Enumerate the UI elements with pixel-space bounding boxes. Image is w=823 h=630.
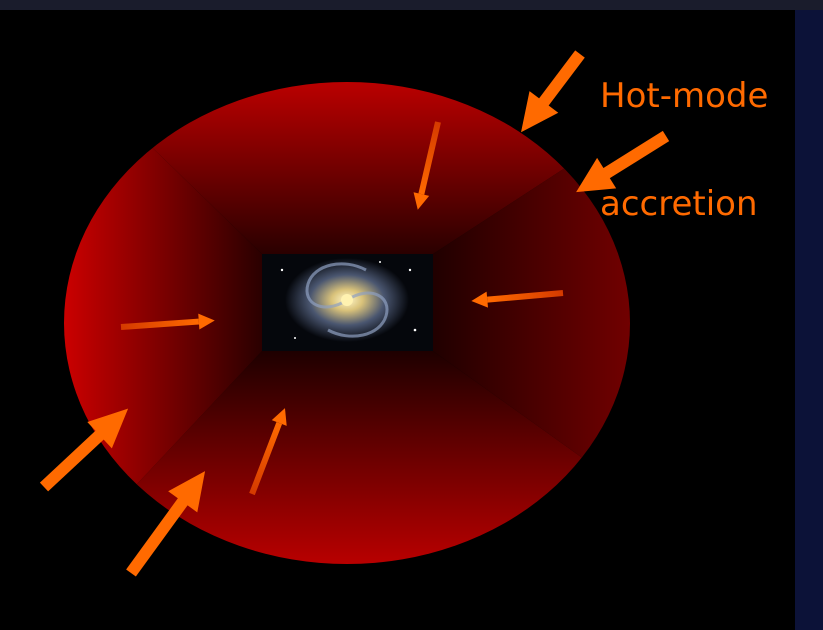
inflow-arrow-icon bbox=[413, 121, 441, 210]
halo-face-top bbox=[64, 82, 630, 254]
inner-inflow-arrows bbox=[120, 121, 564, 496]
inflow-arrow-icon bbox=[521, 50, 585, 133]
inflow-arrow-icon bbox=[576, 130, 670, 193]
title-line-1: Hot-mode bbox=[600, 76, 769, 116]
inflow-arrow-icon bbox=[471, 290, 564, 308]
outer-inflow-arrows bbox=[39, 50, 670, 577]
inflow-arrow-icon bbox=[120, 313, 215, 330]
inflow-arrow-icon bbox=[249, 408, 287, 496]
galaxy-image bbox=[262, 254, 433, 351]
diagram-title: Hot-mode accretion bbox=[600, 6, 768, 294]
top-band bbox=[0, 0, 823, 10]
side-panel bbox=[795, 10, 823, 630]
title-line-2: accretion bbox=[600, 184, 758, 224]
halo-face-right bbox=[433, 82, 630, 564]
inflow-arrow-icon bbox=[39, 408, 129, 492]
inflow-arrow-icon bbox=[126, 471, 206, 577]
